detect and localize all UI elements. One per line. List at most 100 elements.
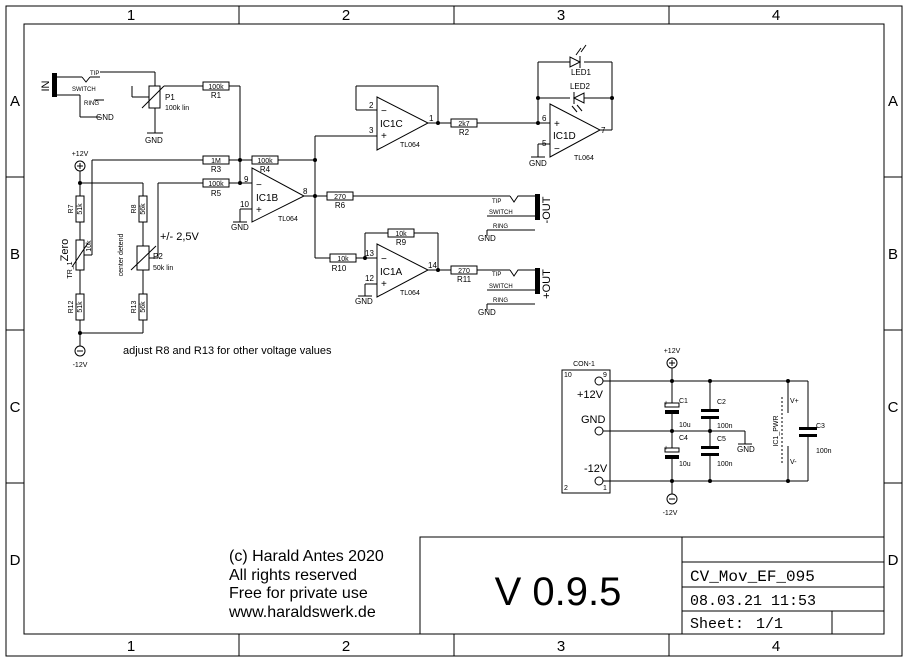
col-label-3-bottom: 3 — [557, 638, 565, 655]
svg-text:−: − — [381, 254, 387, 265]
col-label-2-bottom: 2 — [342, 638, 350, 655]
row-label-d-right: D — [888, 552, 899, 569]
ic1d-gnd: GND — [529, 159, 547, 168]
opamp-ic1c: −+ — [355, 85, 451, 151]
power-gnd-label: GND — [737, 445, 755, 454]
pot-p1 — [131, 85, 165, 134]
c5-ref: C5 — [717, 436, 726, 443]
r13-value: 56k — [140, 301, 147, 313]
r8-value: 56k — [140, 203, 147, 215]
version-label: V 0.9.5 — [495, 570, 622, 614]
in-gnd-label: GND — [96, 113, 114, 122]
c2-value: 100n — [717, 423, 733, 430]
r6-value: 270 — [334, 194, 346, 201]
minus12-label-left: -12V — [73, 362, 88, 369]
con1-pin10: 10 — [564, 372, 572, 379]
row-label-c: C — [10, 399, 21, 416]
ic1b-name: IC1B — [256, 193, 279, 204]
capacitor-c5 — [701, 446, 719, 456]
ic1b-type: TL064 — [278, 216, 298, 223]
c1-ref: C1 — [679, 398, 688, 405]
ic1a-pin14: 14 — [428, 261, 437, 270]
ic1c-name: IC1C — [380, 119, 403, 130]
con1-plus12-terminal — [594, 376, 604, 386]
row-label-a: A — [10, 93, 20, 110]
ic1d-pin6: 6 — [542, 114, 547, 123]
pot-p2 — [130, 182, 203, 271]
con1-gnd-terminal — [594, 426, 604, 436]
c4-ref: C4 — [679, 435, 688, 442]
con1-pin1: 1 — [603, 485, 607, 492]
ic1a-name: IC1A — [380, 267, 403, 278]
r4-ref: R4 — [260, 165, 271, 174]
input-jack — [52, 73, 104, 118]
out-minus-jack — [486, 194, 540, 236]
title-block — [419, 536, 885, 635]
c5-value: 100n — [717, 461, 733, 468]
r4-value: 100k — [257, 158, 273, 165]
r9-ref: R9 — [396, 238, 407, 247]
con1-minus12-terminal — [594, 476, 604, 486]
p1-value: 100k lin — [165, 105, 189, 112]
capacitor-c1 — [664, 402, 680, 414]
out-plus-switch: SWITCH — [489, 284, 513, 290]
led1-label: LED1 — [571, 68, 592, 77]
out-plus-jack — [486, 268, 540, 310]
plus12-symbol-left — [74, 160, 86, 172]
svg-text:+: + — [554, 119, 560, 130]
r7-value: 51k — [77, 203, 84, 215]
capacitor-c3 — [799, 427, 817, 437]
adjust-note: adjust R8 and R13 for other voltage valu… — [123, 345, 332, 357]
row-label-d: D — [10, 552, 21, 569]
c1-value: 10u — [679, 422, 691, 429]
minus12-label-right: -12V — [663, 510, 678, 517]
out-minus-label: -OUT — [541, 196, 553, 223]
svg-text:+: + — [664, 445, 668, 452]
ic1b-pin8: 8 — [303, 187, 308, 196]
r12-ref: R12 — [68, 300, 75, 313]
opamp-ic1b: −+ — [233, 167, 315, 223]
plus12-label-right: +12V — [664, 348, 681, 355]
tr1-label: Zero — [59, 239, 71, 262]
svg-text:+: + — [664, 400, 668, 407]
drawing-date: 08.03.21 11:53 — [690, 593, 816, 610]
capacitor-c2 — [701, 409, 719, 419]
out-plus-label: +OUT — [541, 269, 553, 299]
opamp-ic1d: +− — [531, 103, 612, 158]
r1-value: 100k — [208, 84, 224, 91]
out-plus-tip: TIP — [492, 272, 501, 278]
con1-minus12-label: -12V — [584, 463, 608, 475]
col-label-3: 3 — [557, 7, 565, 24]
r5-value: 100k — [208, 181, 224, 188]
credit-line-2: All rights reserved — [229, 567, 357, 584]
con1-pin2: 2 — [564, 485, 568, 492]
r8-ref: R8 — [131, 204, 138, 213]
credit-line-3: Free for private use — [229, 585, 368, 602]
plus12-symbol-right — [666, 357, 678, 369]
led1-symbol — [569, 44, 587, 68]
plus12-label-left: +12V — [72, 151, 89, 158]
r12-value: 51k — [77, 301, 84, 313]
c2-ref: C2 — [717, 399, 726, 406]
col-label-4-bottom: 4 — [772, 638, 780, 655]
col-label-4: 4 — [772, 7, 780, 24]
r2-ref: R2 — [459, 128, 470, 137]
c3-value: 100n — [816, 448, 832, 455]
opamp-ic1a: −+ — [358, 243, 451, 298]
out-plus-ring: RING — [493, 298, 508, 304]
drawing-name: CV_Mov_EF_095 — [690, 568, 815, 586]
out-plus-gnd: GND — [478, 308, 496, 317]
con1-plus12-label: +12V — [577, 389, 604, 401]
credit-line-4: www.haraldswerk.de — [228, 604, 376, 621]
c4-value: 10u — [679, 461, 691, 468]
row-label-c-right: C — [888, 399, 899, 416]
ic1c-pin1: 1 — [429, 114, 434, 123]
out-minus-switch: SWITCH — [489, 210, 513, 216]
out-minus-gnd: GND — [478, 234, 496, 243]
ic1d-type: TL064 — [574, 155, 594, 162]
minus12-symbol-right — [666, 493, 678, 505]
p2-note: center detend — [118, 233, 125, 276]
col-label-2: 2 — [342, 7, 350, 24]
row-label-a-right: A — [888, 93, 898, 110]
